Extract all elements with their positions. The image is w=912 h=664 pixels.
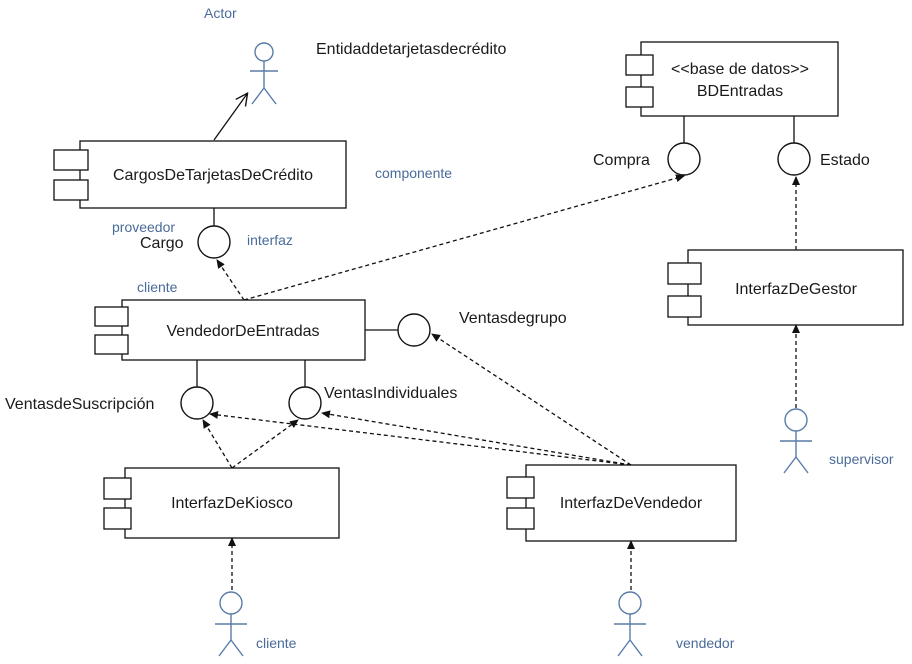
component-cargos-label: CargosDeTarjetasDeCrédito — [113, 167, 313, 184]
interface-cargo-label: Cargo — [140, 235, 184, 252]
actor-note: Actor — [204, 5, 237, 21]
actor-credit-entity[interactable] — [250, 42, 278, 105]
dependency-kiosco-to-individuales — [231, 419, 299, 469]
actor-vendedor[interactable] — [614, 591, 646, 657]
component-interfaz-vendedor-label: InterfazDeVendedor — [560, 495, 703, 512]
interface-compra[interactable] — [667, 142, 701, 176]
dependency-vendedorif-to-grupo — [431, 333, 632, 466]
interface-ventasindividuales-label: VentasIndividuales — [324, 385, 457, 402]
actor-supervisor-label: supervisor — [829, 451, 894, 467]
entity-label: Entidaddetarjetasdecrédito — [316, 41, 506, 58]
actor-supervisor[interactable] — [780, 408, 812, 474]
interface-ventasindividuales[interactable] — [288, 386, 322, 420]
component-bdentradas[interactable]: <<base de datos>> BDEntradas — [625, 41, 839, 117]
component-bdentradas-label: BDEntradas — [697, 83, 783, 100]
component-interfaz-gestor[interactable]: InterfazDeGestor — [667, 249, 904, 326]
cliente-role-note: cliente — [137, 279, 178, 295]
interface-ventasdesuscripcion[interactable] — [180, 386, 214, 420]
component-interfaz-kiosco[interactable]: InterfazDeKiosco — [103, 467, 340, 539]
actor-cliente[interactable] — [215, 591, 247, 657]
component-interfaz-vendedor[interactable]: InterfazDeVendedor — [506, 464, 737, 542]
actor-vendedor-label: vendedor — [676, 635, 735, 651]
component-interfaz-gestor-label: InterfazDeGestor — [735, 281, 858, 298]
interface-ventasdesuscripcion-label: VentasdeSuscripción — [5, 396, 154, 413]
interface-ventasdegrupo[interactable] — [397, 313, 431, 347]
proveedor-note: proveedor — [112, 219, 175, 235]
component-interfaz-kiosco-label: InterfazDeKiosco — [171, 495, 293, 512]
component-cargos[interactable]: CargosDeTarjetasDeCrédito — [53, 140, 347, 209]
interface-compra-label: Compra — [593, 152, 650, 169]
interfaz-note: interfaz — [247, 232, 293, 248]
interface-cargo[interactable] — [197, 225, 231, 259]
dependency-vendedorif-to-individuales — [321, 410, 632, 466]
interface-estado[interactable] — [777, 142, 811, 176]
dependency-vendedor-to-cargo — [216, 259, 245, 301]
interface-ventasdegrupo-label: Ventasdegrupo — [459, 310, 567, 327]
component-bdentradas-stereotype: <<base de datos>> — [671, 61, 809, 78]
cargos-to-actor-association — [213, 94, 247, 141]
dependency-vendedor-to-compra — [243, 174, 685, 301]
componente-note: componente — [375, 165, 452, 181]
dependency-vendedorif-to-suscripcion — [209, 410, 632, 466]
interface-estado-label: Estado — [820, 152, 870, 169]
actor-cliente-label: cliente — [256, 635, 297, 651]
component-vendedor-entradas-label: VendedorDeEntradas — [167, 323, 320, 340]
dependency-kiosco-to-suscripcion — [202, 419, 233, 469]
component-vendedor-entradas[interactable]: VendedorDeEntradas — [94, 299, 366, 361]
